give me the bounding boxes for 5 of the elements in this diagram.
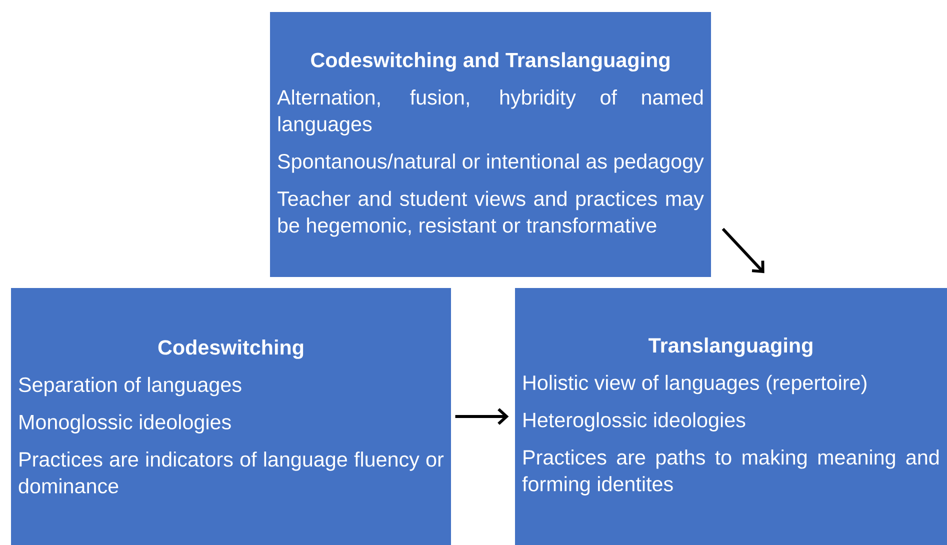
text-box: Codeswitching and Translanguaging Alternation, fusion, hybridity of named languages Spontanous/natural or intentional as pedagogy Teacher and student views and practices may be hegemonic, resistant or transformative (270, 12, 711, 277)
text-box: Translanguaging Holistic view of languages (repertoire) Heteroglossic ideologies Practices are paths to making meaning and forming identites (515, 288, 947, 545)
text-box: Codeswitching Separation of languages Monoglossic ideologies Practices are indicators of language fluency or dominance (11, 288, 451, 545)
arrow (455, 408, 509, 425)
arrow (722, 228, 764, 274)
